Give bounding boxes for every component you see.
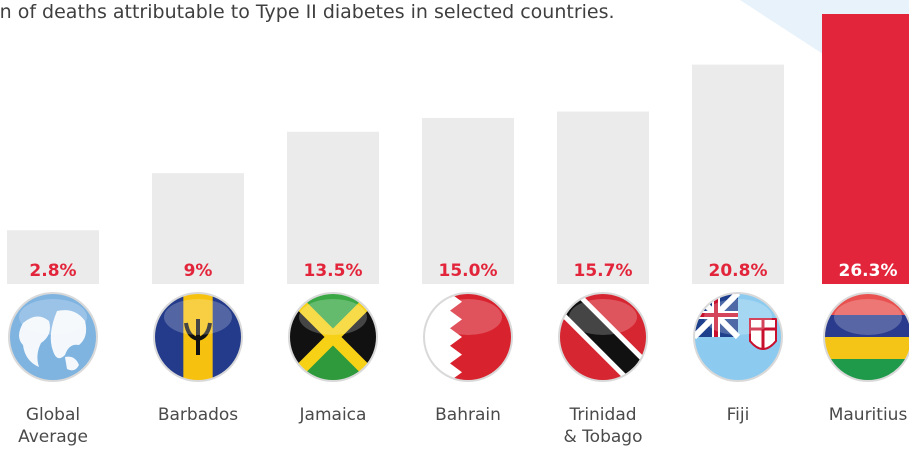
category-label: Bahrain xyxy=(435,405,501,425)
bar xyxy=(152,173,244,284)
trinidad-tobago-flag-icon xyxy=(558,292,648,382)
mauritius-flag-icon xyxy=(823,292,909,382)
bar-value-label: 26.3% xyxy=(839,261,898,281)
category-label: Jamaica xyxy=(299,405,367,425)
bar-value-label: 9% xyxy=(184,261,213,281)
bar-value-label: 13.5% xyxy=(304,261,363,281)
bar-value-label: 2.8% xyxy=(29,261,76,281)
bar xyxy=(287,131,379,284)
bar-value-label: 15.7% xyxy=(574,261,633,281)
bar xyxy=(557,111,649,284)
category-label: Global Average xyxy=(18,405,88,447)
jamaica-flag-icon xyxy=(288,292,378,382)
barbados-flag-icon xyxy=(153,292,243,382)
bar xyxy=(692,64,784,284)
bar-value-label: 15.0% xyxy=(439,261,498,281)
fiji-flag-icon xyxy=(693,292,783,382)
chart-title: on of deaths attributable to Type II dia… xyxy=(0,1,615,23)
category-label: Barbados xyxy=(157,405,239,425)
category-label: Fiji xyxy=(726,405,750,425)
bar-value-label: 20.8% xyxy=(709,261,768,281)
category-label: Mauritius xyxy=(828,405,908,425)
bar xyxy=(822,14,909,284)
globe-icon xyxy=(8,292,98,382)
bar xyxy=(422,117,514,284)
category-label: Trinidad & Tobago xyxy=(563,405,643,447)
bahrain-flag-icon xyxy=(423,292,513,382)
bar xyxy=(7,230,99,284)
